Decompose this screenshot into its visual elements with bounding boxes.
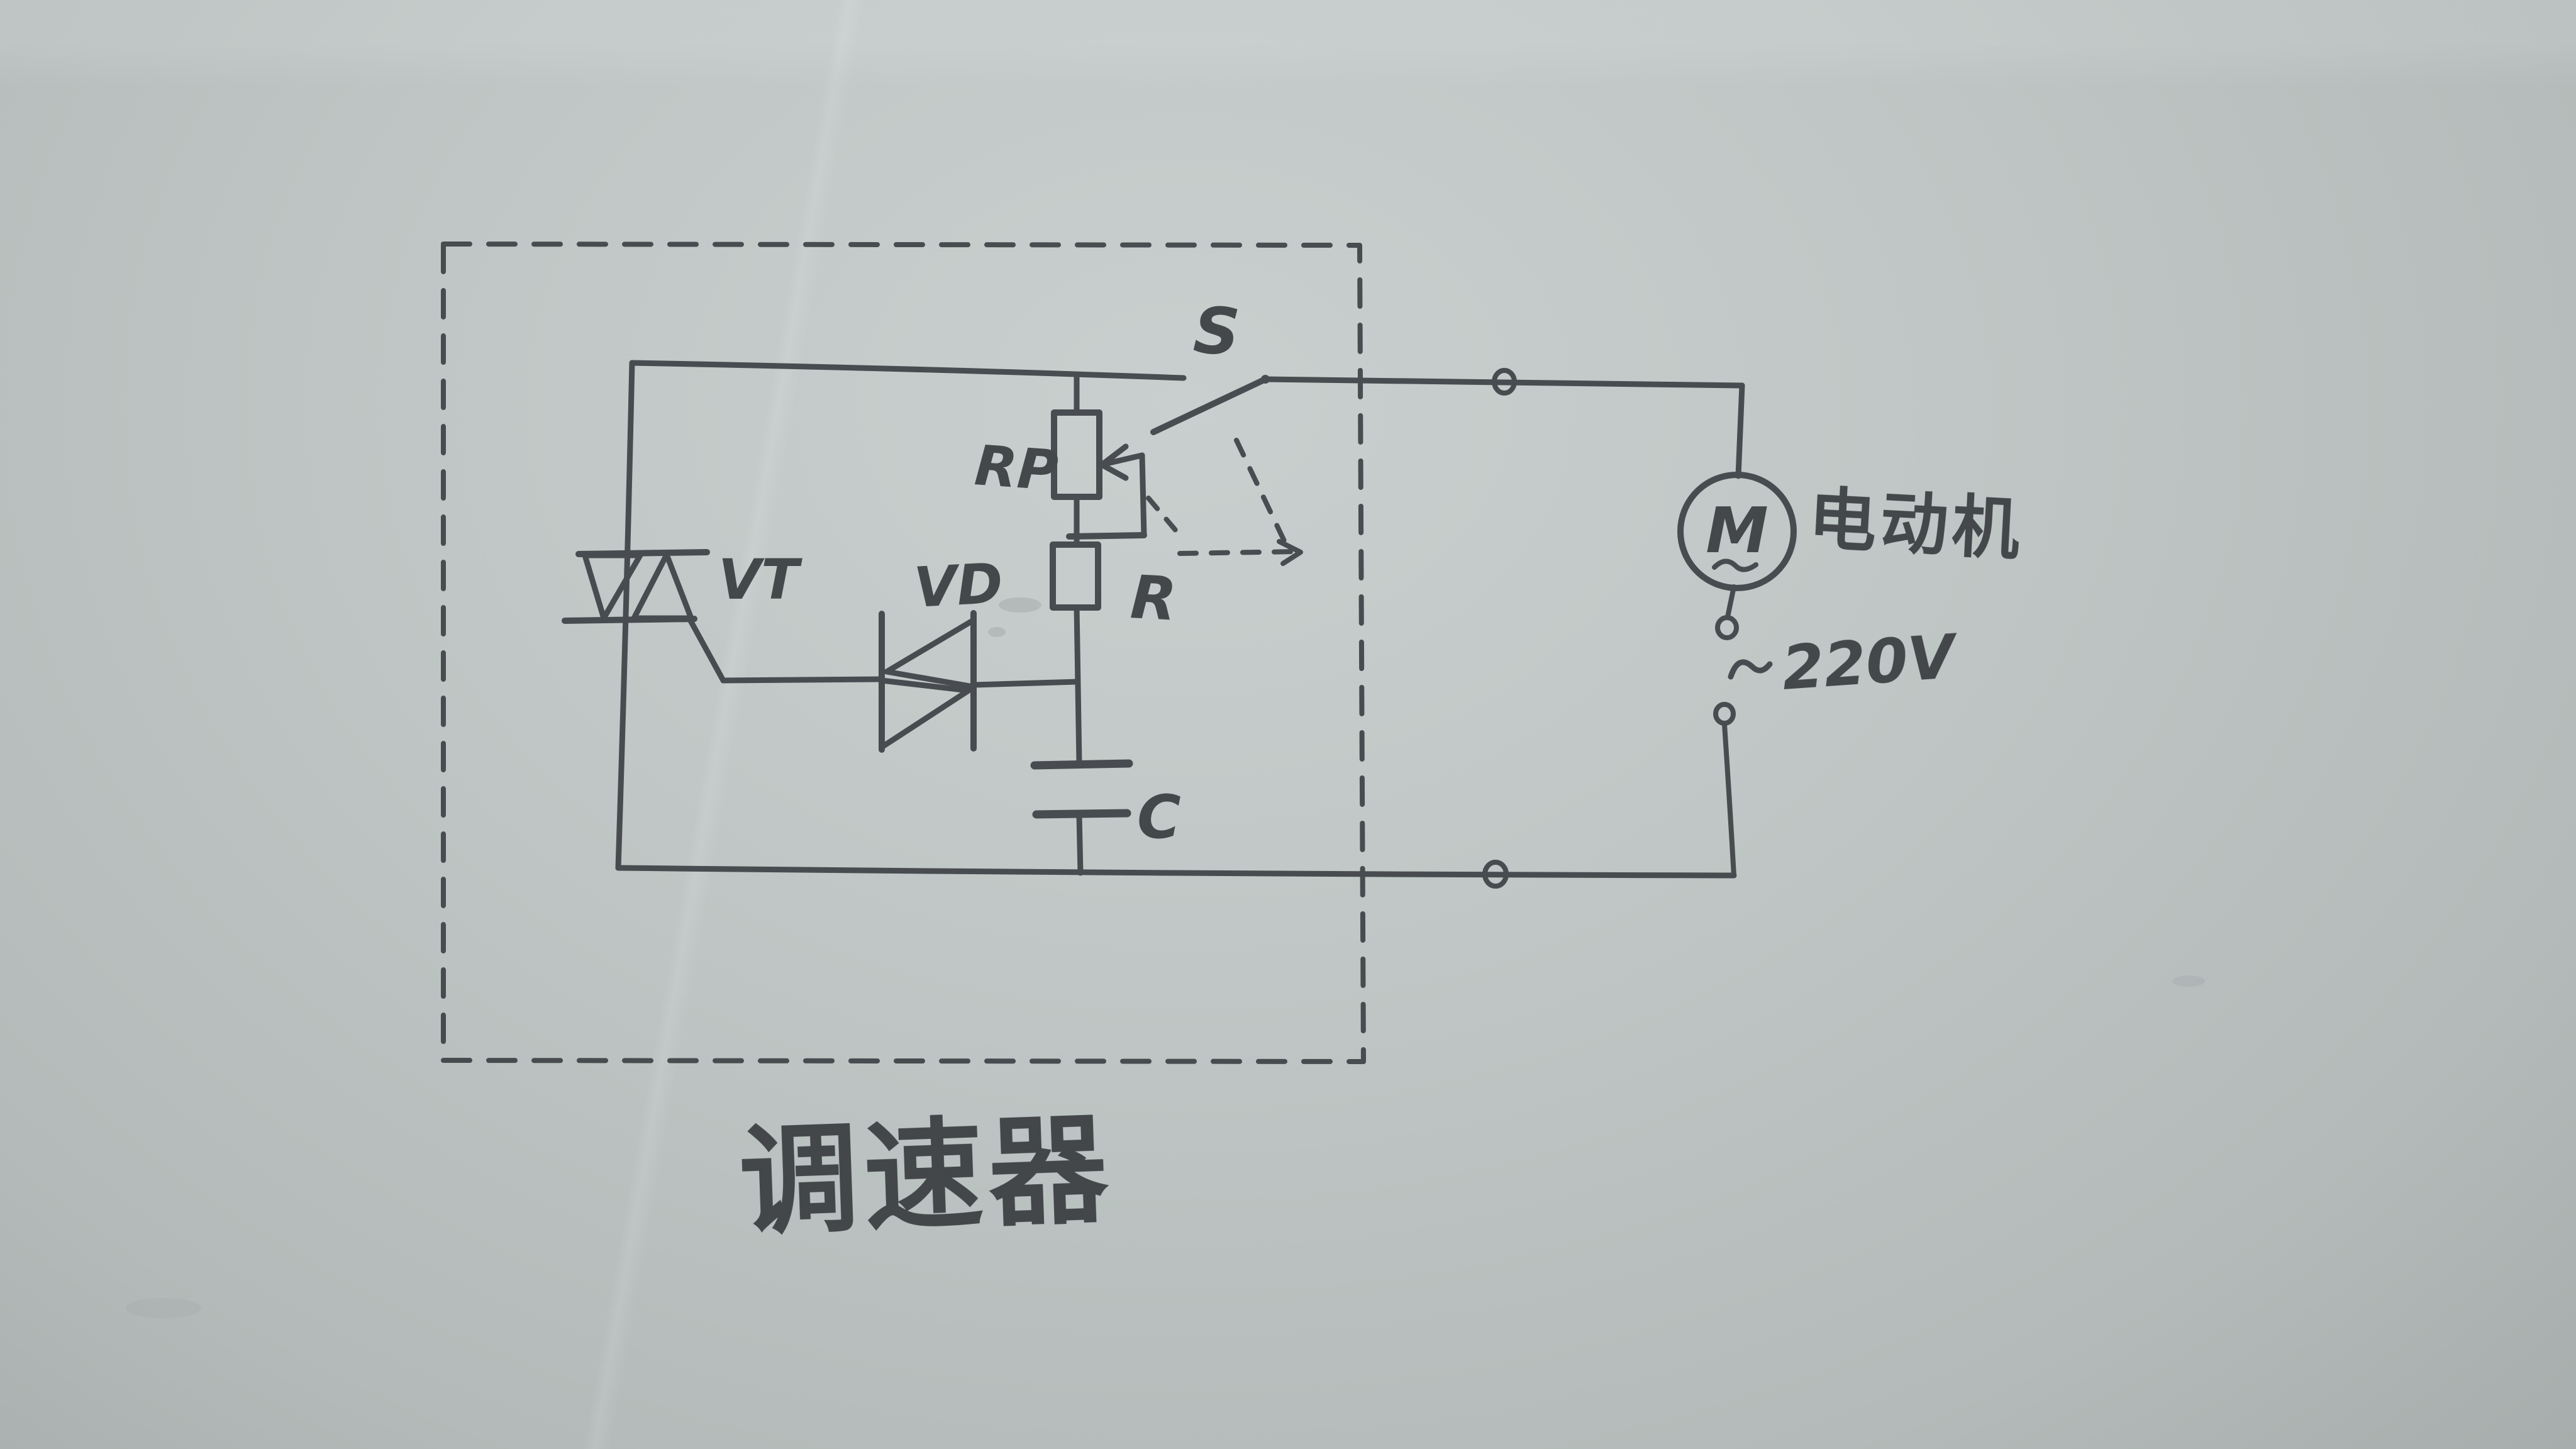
wire-right-upper-vertical	[1735, 382, 1745, 479]
wire-left-vertical	[615, 360, 635, 871]
mechanical-link-dashed	[1146, 438, 1303, 566]
terminal-bottom-wire	[1482, 860, 1509, 889]
switch-lever	[1150, 376, 1269, 435]
motor-letter: M	[1706, 494, 1768, 567]
potentiometer-label: RP	[973, 433, 1060, 503]
terminal-supply-upper	[1715, 615, 1739, 640]
motor-name-label: 电动机	[1807, 480, 2026, 570]
wire-bottom	[615, 865, 1737, 879]
wire-diac-to-rc	[971, 679, 1080, 688]
diac-label: VD	[913, 551, 1004, 620]
switch-label: S	[1192, 293, 1242, 370]
terminals	[1482, 368, 1739, 889]
diac-symbol	[879, 610, 977, 753]
resistor-symbol	[1050, 541, 1101, 611]
potentiometer-wiper-arm	[1106, 452, 1145, 466]
switch-symbol	[1150, 375, 1270, 435]
wire-gate-diagonal	[687, 618, 726, 684]
wire-top-right	[1262, 376, 1745, 389]
supply-voltage-label: 220V	[1780, 621, 1962, 704]
potentiometer-symbol	[1051, 409, 1147, 540]
motor-symbol: M	[1677, 472, 1797, 591]
motor-ac-squiggle	[1712, 558, 1758, 572]
mechanical-link-arrowhead	[1277, 539, 1303, 566]
resistor-label: R	[1129, 563, 1179, 635]
paper-smudges	[126, 597, 2205, 1318]
triac-label: VT	[718, 547, 802, 612]
wire-r-to-c	[1074, 604, 1082, 766]
wire-gate-to-diac	[720, 676, 884, 684]
triac-symbol	[562, 549, 710, 624]
dashed-enclosure-box	[441, 242, 1366, 1064]
supply-ac-squiggle	[1728, 659, 1773, 680]
capacitor-symbol	[1030, 759, 1133, 819]
terminal-top-wire	[1492, 368, 1517, 396]
wire-right-lower-vertical	[1722, 722, 1736, 878]
wire-top-left	[629, 360, 1187, 381]
wires	[615, 360, 1745, 879]
capacitor-label: C	[1137, 783, 1181, 852]
ac-supply: 220V	[1728, 621, 1962, 704]
terminal-supply-lower	[1713, 702, 1736, 726]
enclosure-caption: 调速器	[737, 1100, 1115, 1252]
wire-motor-to-terminal	[1725, 584, 1736, 619]
wire-c-to-bottom	[1076, 813, 1084, 876]
potentiometer-wiper-arrowhead	[1099, 443, 1129, 481]
